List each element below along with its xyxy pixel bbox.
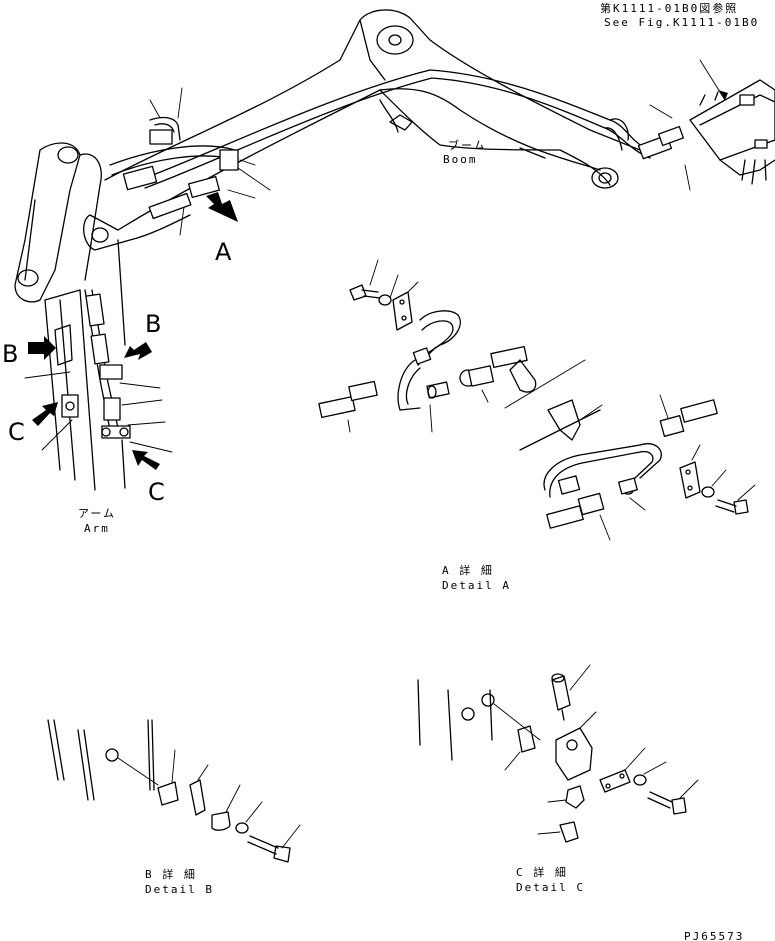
detail-b-title-en: Detail B bbox=[145, 883, 214, 896]
boom-clamp-area bbox=[109, 87, 271, 236]
arrow-a bbox=[206, 192, 238, 222]
view-letter-c-left: C bbox=[8, 418, 25, 446]
view-letter-b-right: B bbox=[145, 310, 162, 338]
figure-code: PJ65573 bbox=[684, 930, 745, 941]
boom-assembly bbox=[104, 9, 641, 231]
detail-b-title-jp: B 詳 細 bbox=[145, 868, 197, 881]
boom-hose-lines bbox=[139, 69, 691, 191]
arrow-b-right bbox=[124, 342, 152, 360]
detail-c-title-en: Detail C bbox=[516, 881, 585, 894]
detail-c-drawing bbox=[417, 664, 699, 843]
view-letter-c-right: C bbox=[148, 478, 165, 506]
detail-a-title-jp: A 詳 細 bbox=[442, 564, 494, 577]
reference-bracket bbox=[689, 59, 775, 185]
arrow-c-left bbox=[32, 402, 58, 426]
detail-c-title-jp: C 詳 細 bbox=[516, 866, 568, 879]
arm-hose-lines bbox=[24, 239, 173, 489]
reference-en: See Fig.K1111-01B0 bbox=[604, 16, 760, 29]
detail-a-title-en: Detail A bbox=[442, 579, 511, 592]
arm-label-en: Arm bbox=[84, 522, 110, 535]
boom-label-jp: ブーム bbox=[448, 139, 487, 152]
boom-label-en: Boom bbox=[443, 153, 478, 166]
reference-jp: 第K1111-01B0図参照 bbox=[600, 2, 739, 15]
arm-assembly bbox=[14, 142, 191, 491]
view-letter-a: A bbox=[215, 238, 232, 266]
detail-a-drawing bbox=[318, 259, 756, 541]
arrow-b-left bbox=[28, 336, 56, 360]
detail-b-drawing bbox=[47, 719, 301, 863]
view-arrows bbox=[28, 192, 238, 470]
view-letter-b-left: B bbox=[2, 340, 19, 368]
arrow-c-right bbox=[132, 450, 160, 470]
arm-label-jp: アーム bbox=[78, 507, 117, 520]
